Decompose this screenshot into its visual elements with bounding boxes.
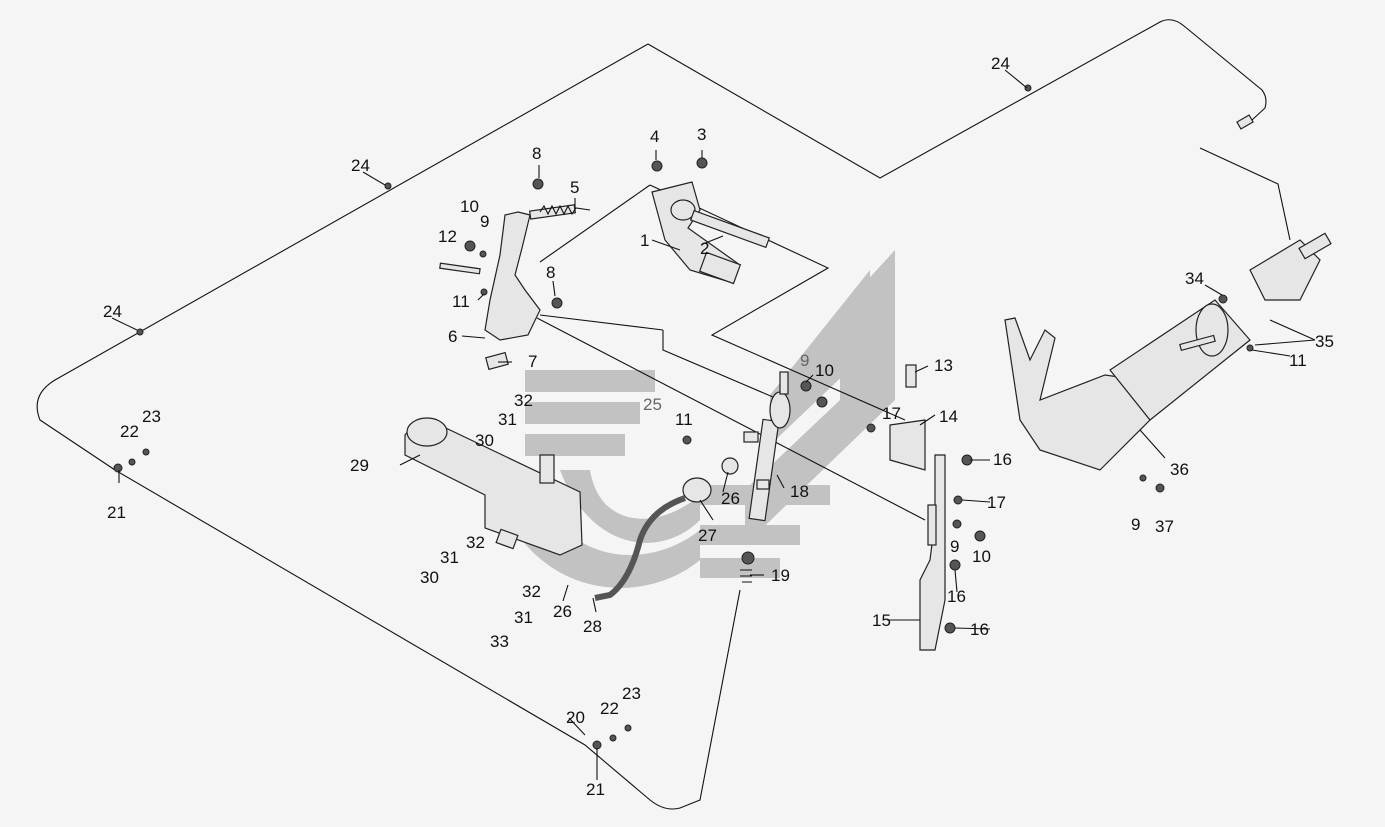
callout-32a: 32 bbox=[514, 391, 533, 410]
callout-31b: 31 bbox=[440, 548, 459, 567]
callout-17a: 17 bbox=[882, 404, 901, 423]
hose-fitting bbox=[682, 477, 712, 503]
master-cylinder bbox=[740, 371, 791, 583]
leader-lines bbox=[111, 69, 1316, 780]
callout-21a: 21 bbox=[107, 503, 126, 522]
callout-9c: 9 bbox=[950, 537, 959, 556]
callout-20: 20 bbox=[566, 708, 585, 727]
banjo-fitting bbox=[721, 457, 739, 475]
callout-30b: 30 bbox=[420, 568, 439, 587]
callout-8b: 8 bbox=[546, 263, 555, 282]
callout-31a: 31 bbox=[498, 410, 517, 429]
callout-12: 12 bbox=[438, 227, 457, 246]
callout-10b: 10 bbox=[815, 361, 834, 380]
callout-35: 35 bbox=[1315, 332, 1334, 351]
callout-32c: 32 bbox=[522, 582, 541, 601]
callout-10c: 10 bbox=[972, 547, 991, 566]
callout-14: 14 bbox=[939, 407, 958, 426]
callout-22a: 22 bbox=[120, 422, 139, 441]
clutch-pedal-arm bbox=[651, 181, 771, 285]
callout-23b: 23 bbox=[622, 684, 641, 703]
callout-4: 4 bbox=[650, 127, 659, 146]
callout-24a: 24 bbox=[351, 156, 370, 175]
callout-30a: 30 bbox=[475, 431, 494, 450]
callout-6: 6 bbox=[448, 327, 457, 346]
fluid-reservoir bbox=[404, 417, 583, 556]
callout-9a: 9 bbox=[480, 212, 489, 231]
watermark-logo bbox=[490, 250, 895, 588]
pedal-bracket bbox=[484, 204, 577, 371]
callout-26a: 26 bbox=[721, 489, 740, 508]
callout-24b: 24 bbox=[991, 54, 1010, 73]
callout-10a: 10 bbox=[460, 197, 479, 216]
callout-15: 15 bbox=[872, 611, 891, 630]
callout-9b: 9 bbox=[800, 351, 809, 370]
callout-29: 29 bbox=[350, 456, 369, 475]
callout-34: 34 bbox=[1185, 269, 1204, 288]
slave-cylinder-assembly bbox=[1004, 232, 1332, 471]
callout-22b: 22 bbox=[600, 699, 619, 718]
callout-37: 37 bbox=[1155, 517, 1174, 536]
callout-13: 13 bbox=[934, 356, 953, 375]
callout-18: 18 bbox=[790, 482, 809, 501]
callout-16c: 16 bbox=[970, 620, 989, 639]
callout-11b: 11 bbox=[675, 410, 693, 429]
callout-1: 1 bbox=[640, 231, 649, 250]
callout-labels: 1 2 3 4 5 6 7 8 8 9 9 9 9 10 10 10 11 11… bbox=[103, 54, 1334, 799]
callout-9d: 9 bbox=[1131, 515, 1140, 534]
callout-21b: 21 bbox=[586, 780, 605, 799]
callout-32b: 32 bbox=[466, 533, 485, 552]
callout-3: 3 bbox=[697, 125, 706, 144]
return-spring bbox=[539, 204, 591, 216]
callout-5: 5 bbox=[570, 178, 579, 197]
callout-28: 28 bbox=[583, 617, 602, 636]
clutch-cable bbox=[36, 19, 1267, 810]
callout-27: 27 bbox=[698, 526, 717, 545]
callout-8a: 8 bbox=[532, 144, 541, 163]
cylinder-bracket bbox=[889, 364, 946, 651]
callout-11c: 11 bbox=[1289, 351, 1307, 370]
callout-23a: 23 bbox=[142, 407, 161, 426]
callout-17b: 17 bbox=[987, 493, 1006, 512]
callout-25: 25 bbox=[643, 395, 662, 414]
callout-36: 36 bbox=[1170, 460, 1189, 479]
callout-31c: 31 bbox=[514, 608, 533, 627]
callout-33: 33 bbox=[490, 632, 509, 651]
hydraulic-hose bbox=[594, 495, 687, 601]
callout-16b: 16 bbox=[947, 587, 966, 606]
callout-2: 2 bbox=[700, 239, 709, 258]
pedal-outline bbox=[536, 147, 1291, 521]
callout-11a: 11 bbox=[452, 292, 470, 311]
callout-24c: 24 bbox=[103, 302, 122, 321]
callout-7: 7 bbox=[528, 352, 537, 371]
callout-26b: 26 bbox=[553, 602, 572, 621]
callout-16a: 16 bbox=[993, 450, 1012, 469]
callout-19: 19 bbox=[771, 566, 790, 585]
